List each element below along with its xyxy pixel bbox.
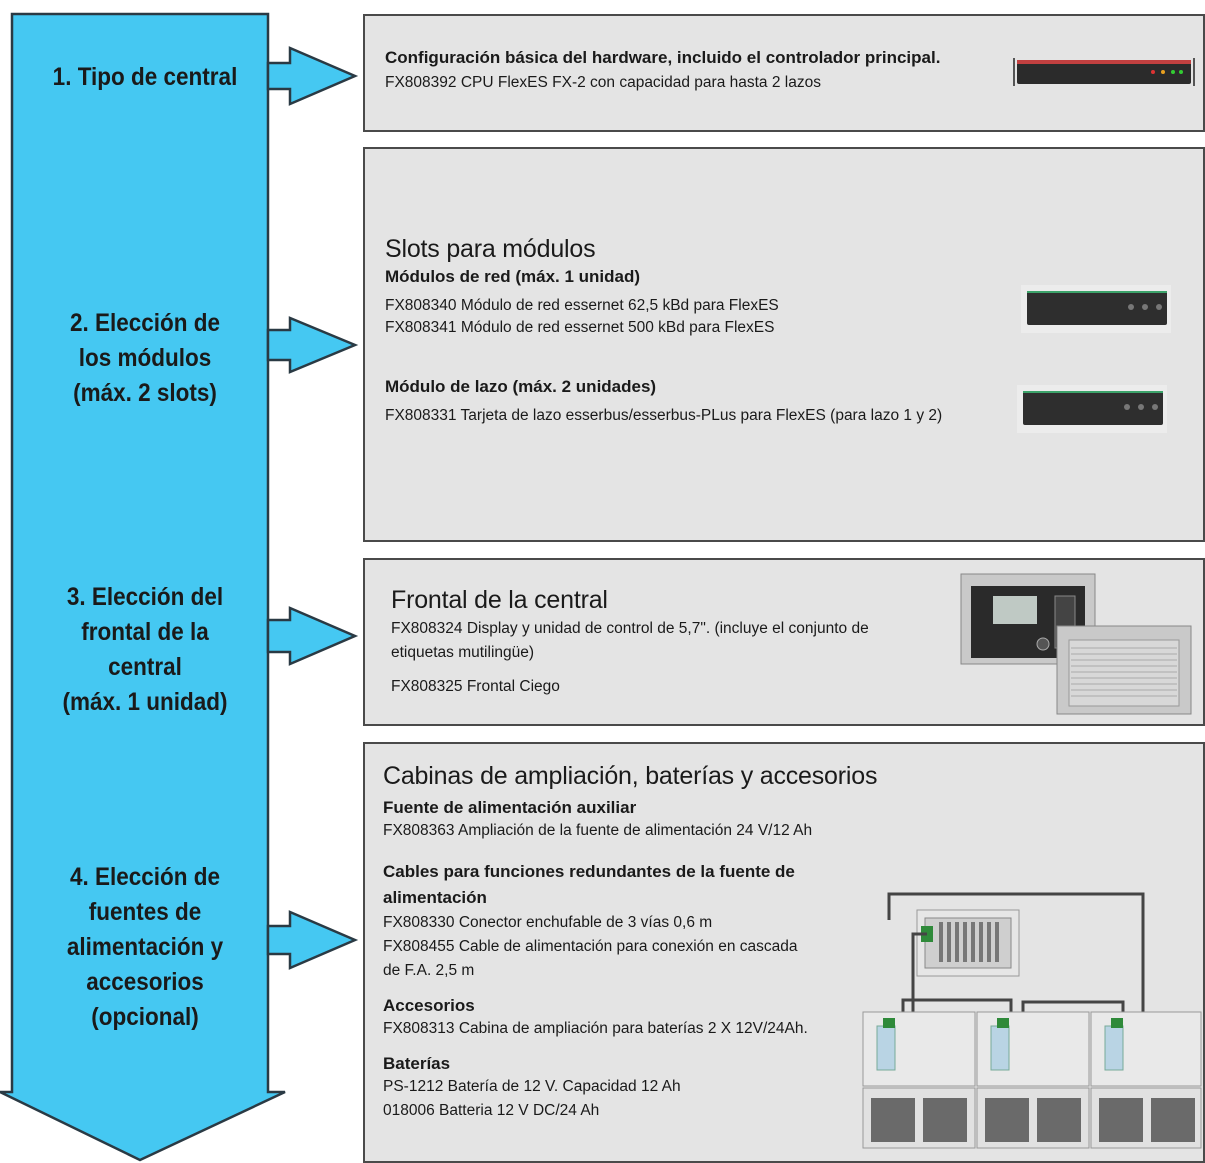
network-modules-heading: Módulos de red (máx. 1 unidad) xyxy=(385,267,641,286)
panel-front-panel: Frontal de la central FX808324 Display y… xyxy=(363,558,1205,726)
panel1-title: Configuración básica del hardware, inclu… xyxy=(385,48,941,67)
network-module-item: FX808341 Módulo de red essernet 500 kBd … xyxy=(385,319,775,336)
cables-item-cascade-cont: de F.A. 2,5 m xyxy=(383,962,475,979)
loop-module-item: FX808331 Tarjeta de lazo esserbus/esserb… xyxy=(385,407,943,424)
panel3-title: Frontal de la central xyxy=(391,586,608,614)
connector-arrow-3 xyxy=(266,606,359,666)
batteries-heading: Baterías xyxy=(383,1054,451,1073)
step-2-label: 2. Elección de los módulos (máx. 2 slots… xyxy=(69,309,221,407)
panel-central-type: Configuración básica del hardware, inclu… xyxy=(363,14,1205,132)
main-down-arrow xyxy=(0,12,286,1162)
connector-arrow-2 xyxy=(266,316,359,374)
panel-power-accessories: Cabinas de ampliación, baterías y acceso… xyxy=(363,742,1205,1163)
panel4-title: Cabinas de ampliación, baterías y acceso… xyxy=(383,762,878,790)
power-supply-cabinets-image xyxy=(862,892,1202,1149)
loop-module-heading: Módulo de lazo (máx. 2 unidades) xyxy=(385,377,657,396)
connector-arrow-1 xyxy=(266,46,359,106)
aux-power-heading: Fuente de alimentación auxiliar xyxy=(383,798,637,817)
battery-item-24ah: 018006 Batteria 12 V DC/24 Ah xyxy=(383,1102,600,1119)
cables-heading-cont: alimentación xyxy=(383,888,487,907)
display-unit-item: FX808324 Display y unidad de control de … xyxy=(391,620,869,637)
network-module-image xyxy=(1021,285,1171,333)
panel2-title: Slots para módulos xyxy=(385,235,596,263)
accessories-item: FX808313 Cabina de ampliación para bater… xyxy=(383,1020,808,1037)
accessories-heading: Accesorios xyxy=(383,996,475,1015)
display-unit-item-cont: etiquetas mutilingüe) xyxy=(391,644,535,661)
aux-power-item: FX808363 Ampliación de la fuente de alim… xyxy=(383,822,813,839)
cables-item-connector: FX808330 Conector enchufable de 3 vías 0… xyxy=(383,914,713,931)
cpu-unit-image xyxy=(1013,58,1195,86)
step-1-label: 1. Tipo de central xyxy=(52,63,238,91)
panel1-item: FX808392 CPU FlexES FX-2 con capacidad p… xyxy=(385,74,821,91)
cables-heading: Cables para funciones redundantes de la … xyxy=(383,862,795,881)
panel-module-slots: Slots para módulos Módulos de red (máx. … xyxy=(363,147,1205,542)
step-3-label: 3. Elección del frontal de la central (m… xyxy=(62,583,228,716)
battery-item-12ah: PS-1212 Batería de 12 V. Capacidad 12 Ah xyxy=(383,1078,681,1095)
loop-module-image xyxy=(1017,385,1167,433)
step-4-label: 4. Elección de fuentes de alimentación y… xyxy=(66,863,224,1031)
blank-front-item: FX808325 Frontal Ciego xyxy=(391,678,560,695)
cables-item-cascade: FX808455 Cable de alimentación para cone… xyxy=(383,938,798,955)
network-module-item: FX808340 Módulo de red essernet 62,5 kBd… xyxy=(385,297,779,314)
connector-arrow-4 xyxy=(266,910,359,970)
front-panel-image xyxy=(960,573,1192,715)
